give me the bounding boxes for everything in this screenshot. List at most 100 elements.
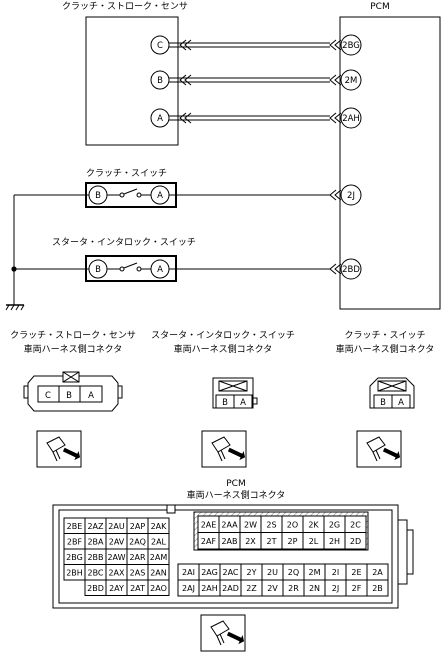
pcm-connector-pin-label: 2BF [67, 537, 83, 546]
pcm-connector-pin-label: 2E [351, 568, 361, 577]
harness-probe-icon [36, 430, 82, 468]
sensor-connector-pin-c: C [45, 391, 51, 401]
interlock-pin-b-label: B [95, 265, 101, 275]
pcm-connector-pin-label: 2AT [130, 584, 145, 593]
pcm-pin-2ah-label: 2AH [342, 114, 360, 124]
clutch-switch-pin-b-label: B [95, 191, 101, 201]
pcm-pin-2bd-label: 2BD [342, 265, 360, 275]
pcm-connector-pin-label: 2I [332, 568, 339, 577]
ground-wiring [11, 194, 89, 305]
pcm-connector-pin-label: 2AJ [182, 584, 195, 593]
pcm-connector-pin-label: 2AX [108, 568, 125, 577]
sensor-box [85, 16, 179, 146]
pcm-connector-pin-label: 2H [329, 537, 340, 546]
pcm-connector-cell [344, 532, 367, 550]
pcm-connector-pin-label: 2V [267, 584, 278, 593]
pcm-connector-label-2: 車両ハーネス側コネクタ [187, 489, 286, 501]
pcm-connector-pin-label: 2T [267, 537, 277, 546]
pcm-connector-pin-label: 2BD [87, 584, 104, 593]
clutch-connector-pin-a: A [398, 398, 404, 408]
sensor-pin-b-label: B [157, 76, 163, 86]
pcm-connector-pin-label: 2AF [201, 537, 217, 546]
sensor-connector-pin-a: A [88, 391, 94, 401]
sensor-title: クラッチ・ストローク・センサ [62, 1, 188, 12]
shield-arrow-icon [179, 112, 192, 124]
pcm-connector-pin-label: 2AD [222, 584, 239, 593]
pcm-connector-pin-label: 2X [245, 537, 256, 546]
pcm-connector-pin-label: 2Y [247, 568, 257, 577]
pcm-connector-pin-label: 2D [350, 537, 361, 546]
pcm-connector-pin-label: 2S [266, 520, 276, 529]
interlock-connector-face [212, 377, 258, 409]
pcm-connector-pin-label: 2AC [222, 568, 238, 577]
pcm-pin-2bg [329, 34, 362, 56]
clutch-connector-label-1: クラッチ・スイッチ [344, 330, 425, 341]
pcm-connector-pin-label: 2AN [150, 568, 167, 577]
pcm-connector-pin-label: 2K [308, 520, 319, 529]
pcm-connector-pin-label: 2R [288, 584, 299, 593]
sensor-pin-a [150, 108, 170, 128]
pcm-connector-pin-label: 2AK [151, 522, 168, 531]
pcm-connector-pin-label: 2N [309, 584, 320, 593]
interlock-connector-pin-a: A [240, 398, 246, 408]
pcm-connector-pin-label: 2AV [109, 537, 125, 546]
pcm-connector-pin-label: 2AU [108, 522, 125, 531]
pcm-connector-pin-label: 2G [329, 520, 340, 529]
pcm-connector-pin-label: 2AM [150, 553, 168, 562]
pcm-connector-pin-label: 2AS [130, 568, 146, 577]
pcm-pin-2bd [329, 258, 362, 280]
pcm-connector-pin-label: 2C [350, 520, 361, 529]
pcm-connector-pin-label: 2M [309, 568, 321, 577]
pcm-connector-pin-label: 2AZ [87, 522, 104, 531]
pcm-pin-2j-label: 2J [347, 191, 355, 201]
pcm-connector-pin-label: 2BB [87, 553, 103, 562]
pcm-connector-pin-label: 2BA [87, 537, 104, 546]
pcm-connector-pin-label: 2W [244, 520, 257, 529]
interlock-pin-a-label: A [157, 265, 163, 275]
clutch-connector-label-2: 車両ハーネス側コネクタ [336, 343, 435, 355]
pcm-connector-label-1: PCM [226, 479, 245, 489]
pcm-pin-2m [329, 69, 362, 91]
pcm-connector-pin-label: 2P [288, 537, 298, 546]
sensor-connector-label-1: クラッチ・ストローク・センサ [10, 330, 136, 341]
pcm-connector-pin-label: 2AE [201, 520, 217, 529]
clutch-switch-pin-a-label: A [157, 191, 163, 201]
shield-arrow-icon [179, 39, 192, 51]
sensor-pin-b [150, 70, 170, 90]
harness-probe-icon [200, 614, 246, 652]
interlock-title: スタータ・インタロック・スイッチ [52, 237, 196, 248]
clutch-connector-face [369, 377, 415, 409]
sensor-wire-b [168, 77, 330, 83]
interlock-connector-label-2: 車両ハーネス側コネクタ [174, 343, 273, 355]
sensor-connector-face [23, 371, 123, 412]
sensor-wire-a [168, 115, 330, 121]
sensor-pin-a-label: A [157, 114, 163, 124]
pcm-connector-pin-label: 2B [372, 584, 383, 593]
pcm-connector-pin-label: 2AA [221, 520, 238, 529]
pcm-connector-pin-label: 2AB [221, 537, 237, 546]
pcm-connector-pin-label: 2BG [66, 553, 83, 562]
pcm-connector-pin-label: 2Z [246, 584, 257, 593]
pcm-connector-pin-label: 2AG [201, 568, 218, 577]
sensor-pin-c-label: C [157, 41, 163, 51]
harness-probe-icon [201, 430, 247, 468]
sensor-connector-pin-b: B [66, 391, 72, 401]
pcm-connector-pin-label: 2F [352, 584, 362, 593]
sensor-connector-label-2: 車両ハーネス側コネクタ [24, 343, 123, 355]
sensor-pin-c [150, 35, 170, 55]
clutch-connector-pin-b: B [380, 398, 386, 408]
pcm-connector-pin-label: 2AL [151, 537, 167, 546]
pcm-connector-pin-label: 2AI [182, 568, 195, 577]
pcm-connector-pin-label: 2Q [288, 568, 299, 577]
pcm-pin-2bg-label: 2BG [342, 41, 360, 51]
pcm-connector-pin-label: 2U [267, 568, 278, 577]
pcm-connector-pin-label: 2J [332, 584, 339, 593]
pcm-connector-pin-label: 2AW [107, 553, 125, 562]
pcm-box [339, 16, 441, 310]
pcm-pin-2j [329, 184, 362, 206]
pcm-connector-pin-label: 2AR [129, 553, 146, 562]
interlock-connector-pin-b: B [222, 398, 228, 408]
pcm-connector-pin-label: 2BH [66, 568, 83, 577]
